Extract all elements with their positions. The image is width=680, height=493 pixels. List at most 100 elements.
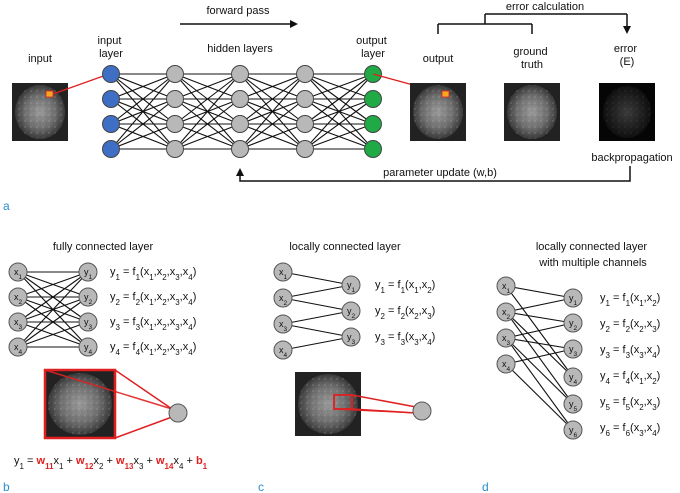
equation: y3 = f3(x1,x2,x3,x4): [110, 316, 196, 332]
equation: y4 = f4(x1,x2): [600, 370, 660, 386]
backpropagation-label: backpropagation: [591, 152, 672, 164]
panel-b-output-neuron: [168, 403, 188, 423]
equation: y2 = f2(x1,x2,x3,x4): [110, 291, 196, 307]
panel-c-projection-inner: [333, 408, 417, 414]
label-line: layer: [361, 48, 385, 60]
panel-c-input-node-label: x2: [279, 293, 288, 307]
panel-d-edge: [505, 322, 574, 339]
network-edge: [174, 98, 241, 150]
panel-b-equations: y1 = f1(x1,x2,x3,x4) y2 = f2(x1,x2,x3,x4)…: [110, 266, 196, 357]
hidden-node: [296, 90, 314, 108]
panel-d-edge: [505, 285, 574, 378]
panel-c-mri-image: [295, 372, 361, 436]
panel-c-edges: [282, 271, 352, 351]
hidden-layers-label: hidden layers: [207, 43, 273, 55]
panel-d-input-node-label: x4: [502, 359, 511, 373]
label-line: layer: [99, 48, 123, 60]
panel-c-input-node: [273, 262, 293, 282]
panel-b-output-node: [78, 337, 98, 357]
panel-d-output-node: [563, 288, 583, 308]
panel-d: locally connected layer with multiple ch…: [482, 241, 660, 493]
panel-d-edges: [505, 285, 574, 431]
panel-c-output-neuron: [412, 401, 432, 421]
input-node: [102, 140, 120, 158]
panel-b-title: fully connected layer: [53, 241, 154, 253]
error-calculation-label: error calculation: [506, 1, 584, 13]
network-edge: [174, 73, 241, 100]
network-edge: [110, 123, 176, 150]
hidden-node: [296, 65, 314, 83]
network-edge: [174, 73, 241, 125]
ground-truth-mri-image: [504, 83, 560, 141]
panel-c-output-node-label: y2: [347, 306, 356, 320]
panel-b-input-node: [8, 337, 28, 357]
panel-b-receptive-field: [43, 368, 117, 440]
panel-b-edge: [17, 321, 89, 348]
panel-d-edge: [505, 337, 574, 405]
label-line: truth: [521, 59, 543, 71]
network-edge: [304, 123, 374, 150]
panel-b-edge: [17, 296, 89, 348]
panel-d-output-node: [563, 313, 583, 333]
input-mri-image: [12, 83, 68, 141]
network-edge: [239, 73, 306, 125]
panel-d-output-node: [563, 339, 583, 359]
panel-d-output-node: [563, 394, 583, 414]
output-mri-image: [410, 83, 466, 141]
panel-d-output-node: [563, 367, 583, 387]
panel-d-edge: [505, 311, 574, 324]
panel-a: forward pass input input layer hidden la…: [3, 1, 673, 213]
output-patch: [441, 90, 450, 98]
panel-letter-c: c: [258, 480, 264, 493]
panel-b-projection-inner: [44, 369, 173, 410]
panel-d-output-node-label: y2: [569, 318, 578, 332]
input-node: [102, 65, 120, 83]
network-edge: [304, 73, 374, 125]
panel-b-input-node: [8, 312, 28, 332]
panel-d-title: locally connected layer with multiple ch…: [536, 241, 650, 269]
hidden-node: [231, 140, 249, 158]
panel-c-edge: [282, 336, 352, 351]
panel-b-weighted-sum: y1 = w11x1 + w12x2 + w13x3 + w14x4 + b1: [14, 455, 208, 471]
panel-b-output-node: [78, 262, 98, 282]
panel-d-output-node-label: y6: [569, 425, 578, 439]
equation: y1 = f1(x1,x2,x3,x4): [110, 266, 196, 282]
equation: y3 = f3(x3,x4): [375, 331, 435, 347]
network-edge: [174, 123, 241, 150]
panel-b-edge: [17, 271, 89, 323]
output-node: [364, 140, 382, 158]
panel-c-edge: [282, 297, 352, 312]
panel-d-input-node: [496, 302, 516, 322]
panel-b-output-node-label: y1: [84, 267, 93, 281]
equation: y2 = f2(x2,x3): [600, 318, 660, 334]
panel-b-projection-bottom: [114, 416, 173, 439]
panel-c-output-node-label: y3: [347, 332, 356, 346]
panel-d-edge: [505, 311, 574, 378]
panel-b-input-node-label: x4: [14, 342, 23, 356]
input-patch: [45, 90, 54, 98]
network-edge: [239, 123, 306, 150]
network-edge: [304, 73, 374, 150]
panel-b-input-node: [8, 262, 28, 282]
panel-b-output-node-label: y3: [84, 317, 93, 331]
panel-c-edge: [282, 323, 352, 338]
panel-d-output-node-label: y4: [569, 372, 578, 386]
panel-letter-a: a: [3, 199, 10, 213]
panel-d-edge: [505, 337, 574, 431]
panel-d-output-node-label: y5: [569, 399, 578, 413]
panel-b-projection-top: [114, 369, 173, 410]
panel-d-output-node: [563, 420, 583, 440]
hidden-node: [166, 140, 184, 158]
panel-b-input-node: [8, 287, 28, 307]
equation: y1 = f1(x1,x2): [600, 292, 660, 308]
network-edges: [110, 73, 374, 150]
panel-b-edges: [17, 271, 89, 348]
network-edge: [239, 73, 306, 150]
panel-c-input-node-label: x1: [279, 267, 288, 281]
network-edge: [304, 73, 374, 100]
panel-d-input-node-label: x1: [502, 281, 511, 295]
